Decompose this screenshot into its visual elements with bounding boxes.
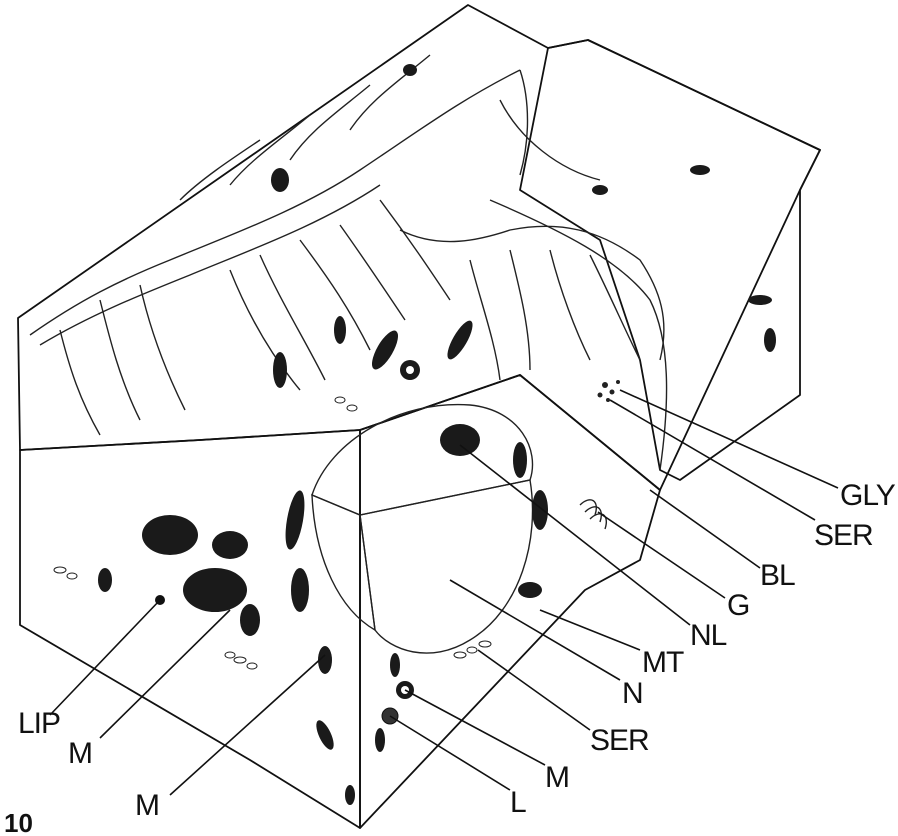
label-gly: GLY [840, 479, 896, 512]
label-m-right: M [545, 761, 569, 794]
leader-gly [620, 390, 838, 488]
leader-ser-bottom [478, 650, 590, 730]
mitochondrion [273, 352, 287, 388]
leader-l [390, 716, 510, 790]
mitochondrion [513, 442, 527, 478]
label-g: G [727, 589, 749, 622]
mitochondrion [291, 568, 309, 612]
leader-g [598, 512, 725, 598]
label-bl: BL [760, 559, 795, 592]
leader-nl [460, 445, 690, 625]
membrane-infoldings [30, 55, 667, 470]
mitochondrion [443, 317, 477, 362]
front-right-face [360, 375, 660, 828]
labels: GLY SER BL G NL MT N SER M L LIP M M 10 [4, 479, 896, 836]
label-n: N [622, 677, 643, 710]
glycogen [598, 380, 621, 402]
mitochondrion [748, 295, 772, 305]
ser-vesicles [54, 397, 491, 669]
label-lip: LIP [18, 707, 60, 740]
leader-m-left-upper [100, 610, 230, 738]
leader-ser-right [610, 400, 815, 520]
mitochondrion [532, 490, 548, 530]
right-dense-face [520, 40, 820, 480]
mitochondrion [271, 168, 289, 192]
mitochondrion [345, 785, 355, 805]
label-m-left-lower: M [135, 789, 159, 822]
label-ser-right: SER [814, 519, 873, 552]
nucleus-left [312, 495, 375, 630]
mitochondrion [334, 316, 346, 344]
label-ser-bottom: SER [590, 724, 649, 757]
mitochondrion [142, 515, 198, 555]
leader-bl [650, 490, 760, 568]
mitochondrion [592, 185, 608, 195]
leader-m-right [405, 690, 545, 765]
mitochondrion [282, 489, 308, 551]
mitochondrion [403, 64, 417, 76]
mitochondrion [212, 531, 248, 559]
label-nl: NL [690, 619, 727, 652]
mitochondrion [98, 568, 112, 592]
mitochondrion [764, 328, 776, 352]
mitochondrion [367, 327, 403, 373]
mitochondrion [690, 165, 710, 175]
mitochondrion [375, 728, 385, 752]
nucleus-front [360, 480, 533, 653]
leader-mt [540, 610, 640, 650]
nucleus-top [312, 405, 533, 515]
mitochondrion [518, 582, 542, 598]
figure-number: 10 [4, 808, 33, 836]
mitochondrion [240, 604, 260, 636]
nucleus [312, 405, 533, 654]
nucleolus [440, 424, 480, 456]
leader-m-left-lower [170, 655, 325, 795]
label-m-left-upper: M [68, 737, 92, 770]
label-mt: MT [642, 646, 684, 679]
mitochondrion [183, 568, 247, 612]
mitochondria [98, 64, 776, 805]
mitochondrion [390, 653, 400, 677]
label-l: L [510, 786, 526, 819]
mitochondrion [313, 718, 337, 752]
